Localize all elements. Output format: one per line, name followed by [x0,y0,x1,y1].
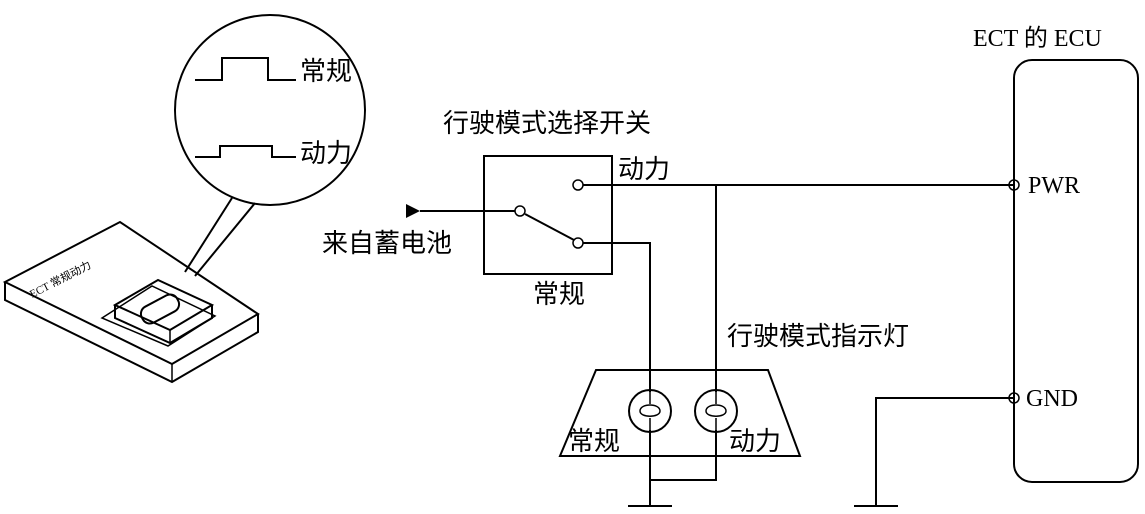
switch-lever [524,213,575,241]
battery-input: 来自蓄电池 [322,204,515,259]
pwr-pin-label: PWR [1028,173,1080,199]
mode-indicator: 行驶模式指示灯 常规 动力 [558,322,909,457]
lamp-power-icon [694,389,738,433]
lamp-normal-label: 常规 [568,427,620,457]
switch-normal-contact [572,237,584,249]
lamp-normal-icon [628,389,672,433]
indicator-title: 行驶模式指示灯 [727,322,909,352]
pwr-pin [1008,179,1020,191]
ecu-title: ECT 的 ECU [973,25,1102,52]
arrow-right-icon [406,204,420,218]
zoom-power-label: 动力 [300,139,352,169]
zoom-normal-label: 常规 [300,57,352,87]
switch-power-contact [572,179,584,191]
switch-power-terminal-label: 动力 [618,155,670,185]
switch-title: 行驶模式选择开关 [443,109,651,139]
zoom-normal-switch-icon [195,57,296,81]
zoom-power-switch-icon [195,145,296,158]
gnd-pin-label: GND [1026,386,1078,412]
panel-label: ECT 常规动力 [27,258,93,301]
gnd-pin [1008,392,1020,404]
zoom-callout: 常规 动力 [174,14,366,277]
lamp-power-label: 动力 [729,427,781,457]
switch-normal-terminal-label: 常规 [533,280,585,310]
wiring [583,184,1014,507]
ect-ecu: ECT 的 ECU PWR GND [973,25,1139,483]
switch-common-contact [514,205,526,217]
mode-select-switch: 行驶模式选择开关 动力 常规 [443,109,670,310]
battery-source-label: 来自蓄电池 [322,229,452,259]
